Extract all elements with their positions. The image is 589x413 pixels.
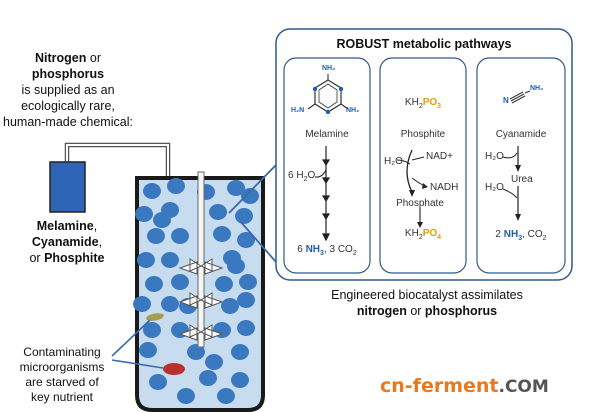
cell bbox=[145, 276, 163, 292]
intro-phosphorus: phosphorus bbox=[31, 67, 105, 81]
contaminant-arrow-1 bbox=[111, 319, 151, 357]
cell bbox=[149, 374, 167, 390]
urea-label: Urea bbox=[511, 174, 533, 185]
cyanamide-water-2: H₂O bbox=[485, 182, 504, 193]
cyanamide-n: N bbox=[503, 96, 509, 105]
phosphite-top-formula: KH2PO3 bbox=[404, 97, 442, 110]
cell bbox=[167, 178, 185, 194]
pathways-title: ROBUST metabolic pathways bbox=[336, 37, 512, 51]
melamine-nh2-left: H₂N bbox=[291, 107, 305, 114]
cyanamide-panel bbox=[476, 57, 566, 274]
cell bbox=[171, 274, 189, 290]
cyanamide-water-1: H₂O bbox=[485, 151, 504, 162]
cyanamide-products: 2 NH3, CO2 bbox=[495, 229, 547, 242]
cell bbox=[209, 204, 227, 220]
cell bbox=[139, 342, 157, 358]
phosphate-name: Phosphate bbox=[396, 198, 444, 209]
cell bbox=[227, 180, 245, 196]
nad-arrow bbox=[411, 156, 425, 161]
cell bbox=[205, 354, 223, 370]
phosphite-water: H₂O bbox=[384, 156, 403, 167]
intro-nitrogen: Nitrogen bbox=[35, 51, 87, 65]
cell bbox=[231, 372, 249, 388]
intro-text: Nitrogen or phosphorus is supplied as an… bbox=[3, 51, 133, 129]
contaminant-olive bbox=[146, 313, 164, 321]
phosphite-nadh: NADH bbox=[430, 182, 459, 193]
cell bbox=[227, 258, 245, 274]
caption: Engineered biocatalyst assimilates nitro… bbox=[331, 288, 523, 318]
melamine-nh2-top: NH₂ bbox=[322, 65, 336, 72]
melamine-panel bbox=[283, 57, 371, 274]
cell bbox=[237, 232, 255, 248]
impeller-blade bbox=[178, 292, 224, 309]
cell bbox=[161, 252, 179, 268]
impeller-blade bbox=[178, 324, 224, 341]
cell bbox=[133, 296, 151, 312]
contaminant-arrow-2 bbox=[111, 359, 164, 369]
melamine-arrow-chain bbox=[321, 146, 331, 242]
cell bbox=[231, 344, 249, 360]
impeller-shaft bbox=[197, 171, 205, 348]
cell-group bbox=[133, 178, 259, 404]
cyanamide-name: Cyanamide bbox=[495, 129, 547, 140]
impeller-group bbox=[178, 258, 224, 341]
contaminants-text: Contaminating microorganisms are starved… bbox=[19, 345, 105, 404]
melamine-products: 6 NH3, 3 CO2 bbox=[297, 244, 357, 257]
cell bbox=[135, 206, 153, 222]
cell bbox=[187, 344, 205, 360]
melamine-water-arrow bbox=[314, 169, 327, 178]
phosphite-main-arrow bbox=[406, 149, 413, 193]
zoom-line-2 bbox=[239, 220, 277, 263]
watermark-suffix: .COM bbox=[498, 377, 549, 397]
cell bbox=[217, 388, 235, 404]
cell bbox=[221, 298, 239, 314]
cyanamide-nh2: NH₂ bbox=[530, 85, 544, 92]
chemicals-text: Melamine, Cyanamide, or Phosphite bbox=[29, 219, 105, 265]
zoom-line-1 bbox=[228, 164, 277, 214]
cell bbox=[239, 274, 257, 290]
melamine-name: Melamine bbox=[305, 129, 349, 140]
cell bbox=[137, 252, 155, 268]
cell bbox=[215, 276, 233, 292]
cell bbox=[143, 183, 161, 199]
watermark: cn-ferment.COM bbox=[380, 375, 549, 397]
cell bbox=[237, 292, 255, 308]
cell bbox=[153, 212, 171, 228]
cell bbox=[177, 388, 195, 404]
cell bbox=[161, 296, 179, 312]
watermark-main: cn-ferment bbox=[380, 375, 499, 397]
cell bbox=[171, 228, 189, 244]
melamine-water: 6 H2O bbox=[288, 170, 316, 183]
cell bbox=[241, 188, 259, 204]
phosphite-nad: NAD+ bbox=[426, 151, 453, 162]
cell bbox=[235, 208, 253, 224]
cell bbox=[237, 320, 255, 336]
cell bbox=[199, 370, 217, 386]
cell bbox=[147, 228, 165, 244]
reservoir bbox=[49, 161, 86, 213]
cell bbox=[143, 322, 161, 338]
phosphite-name: Phosphite bbox=[400, 129, 446, 140]
melamine-nh2-right: NH₂ bbox=[346, 107, 360, 114]
phosphate-formula: KH2PO4 bbox=[404, 228, 442, 241]
impeller-blade bbox=[178, 258, 224, 275]
cell bbox=[213, 226, 231, 242]
contaminant-red bbox=[163, 363, 185, 375]
phosphite-panel bbox=[379, 57, 467, 274]
